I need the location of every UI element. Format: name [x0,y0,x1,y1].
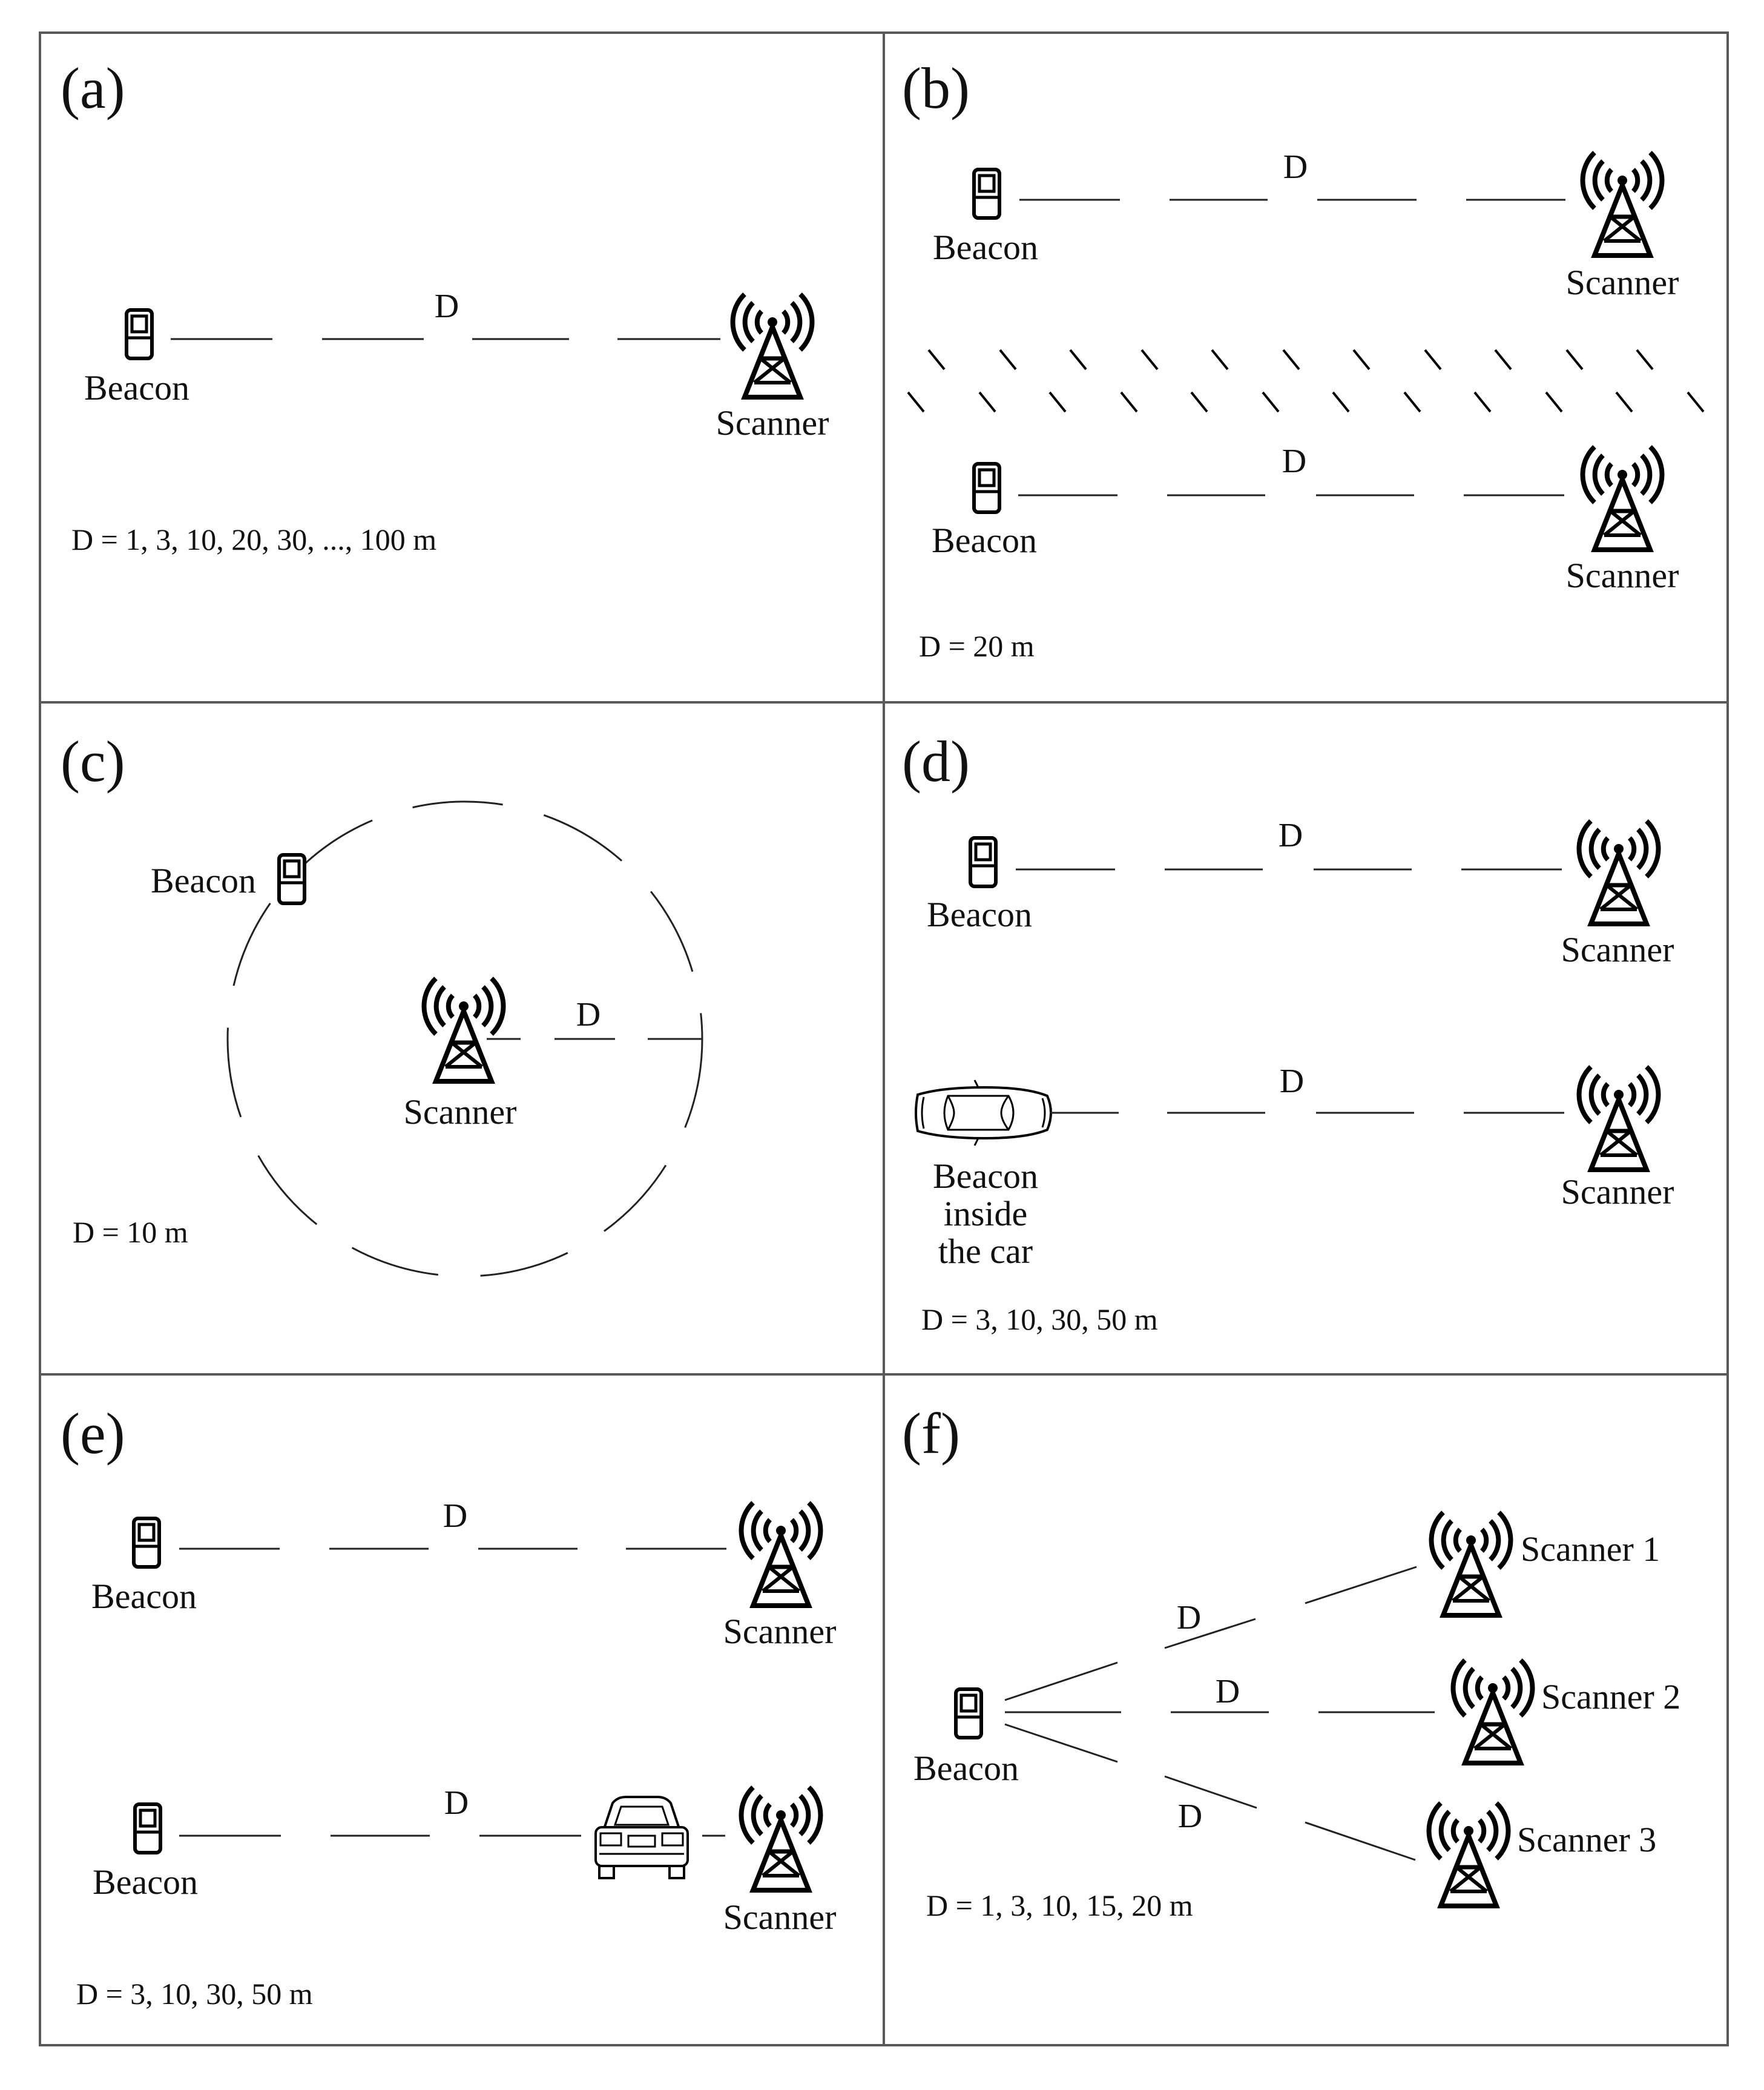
scanner-label: Scanner [716,403,829,443]
beacon-icon [135,1804,160,1853]
panel-b: (b) Beacon D Scanner [902,56,1705,663]
beacon-label: Beacon [913,1749,1019,1788]
panel-c-label: (c) [61,729,125,794]
distance-label-bottom: D [444,1784,469,1822]
distance-line-1 [1004,1566,1417,1701]
panel-f: (f) Beacon D D D Scanner 1 Scanner 2 Sca… [902,1401,1680,1922]
car-top-view-icon [915,1079,1052,1147]
panel-d: (d) Beacon D Scanner D Scanner Beacon in… [902,729,1674,1336]
distance-line-3 [1004,1723,1416,1861]
distance-values-note: D = 20 m [919,629,1035,663]
scanner-tower-icon [424,978,503,1081]
scanner-tower-icon [732,294,812,397]
scanner-1-label: Scanner 1 [1521,1529,1660,1569]
beacon-icon [970,838,996,886]
distance-label-1: D [1177,1599,1201,1637]
scanner-label-bottom: Scanner [1561,1172,1674,1211]
beacon-label-bottom: Beacon [932,521,1037,560]
distance-label: D [576,996,601,1033]
beacon-icon [956,1689,981,1738]
distance-label-bottom: D [1282,443,1306,480]
scanner-tower-icon [1579,1067,1658,1170]
scanner-tower-icon [1453,1660,1532,1763]
beacon-icon [974,170,999,218]
scanner-label: Scanner [404,1092,517,1132]
distance-label-bottom: D [1280,1063,1304,1100]
scanner-tower-icon [1582,447,1662,550]
scanner-label-top: Scanner [723,1612,837,1651]
car-rear-view-icon [594,1796,689,1879]
panel-c: (c) Beacon D Scanner D = 10 m [61,729,703,1277]
beacon-icon [127,310,152,358]
scanner-3-label: Scanner 3 [1517,1820,1656,1859]
beacon-label: Beacon [84,368,189,407]
car-beacon-label-line3: the car [938,1231,1033,1271]
panel-e: (e) Beacon D Scanner Beacon D Scanner D … [61,1401,836,2011]
scanner-label-top: Scanner [1566,263,1679,302]
distance-label-top: D [1283,148,1308,186]
scanner-2-label: Scanner 2 [1541,1677,1680,1716]
scanner-tower-icon [1431,1512,1510,1615]
distance-label: D [435,288,459,325]
distance-label-top: D [1279,817,1303,854]
scanner-tower-icon [1429,1803,1508,1906]
distance-values-note: D = 3, 10, 30, 50 m [76,1977,313,2011]
car-beacon-label-line2: inside [944,1194,1028,1233]
panel-b-label: (b) [902,56,970,120]
distance-values-note: D = 3, 10, 30, 50 m [921,1302,1158,1336]
scanner-label-top: Scanner [1561,930,1674,969]
distance-values-note: D = 1, 3, 10, 20, 30, ..., 100 m [71,522,436,556]
distance-values-note: D = 1, 3, 10, 15, 20 m [926,1888,1193,1922]
scanner-tower-icon [1579,821,1658,924]
obstacle-hatching [907,349,1705,413]
scanner-tower-icon [741,1503,820,1606]
panel-a: (a) Beacon D Scanner D = 1, 3, 10, 20, 3… [61,56,829,556]
distance-values-note: D = 10 m [73,1215,188,1249]
beacon-label: Beacon [151,861,256,900]
beacon-label-top: Beacon [933,228,1038,267]
panel-a-label: (a) [61,56,125,120]
car-beacon-label-line1: Beacon [933,1156,1038,1196]
panel-e-label: (e) [61,1401,125,1466]
scanner-label-bottom: Scanner [1566,556,1679,595]
scanner-tower-icon [741,1787,820,1890]
beacon-icon [279,855,304,903]
beacon-label-top: Beacon [91,1577,197,1616]
scanner-tower-icon [1582,153,1662,255]
distance-label-2: D [1216,1673,1240,1710]
beacon-icon [974,464,999,512]
distance-label-top: D [443,1497,467,1535]
panel-f-label: (f) [902,1401,960,1466]
panel-d-label: (d) [902,729,970,794]
scanner-label-bottom: Scanner [723,1897,837,1937]
beacon-icon [134,1518,159,1567]
beacon-label-top: Beacon [927,895,1032,934]
distance-label-3: D [1178,1798,1202,1835]
beacon-label-bottom: Beacon [93,1862,198,1902]
